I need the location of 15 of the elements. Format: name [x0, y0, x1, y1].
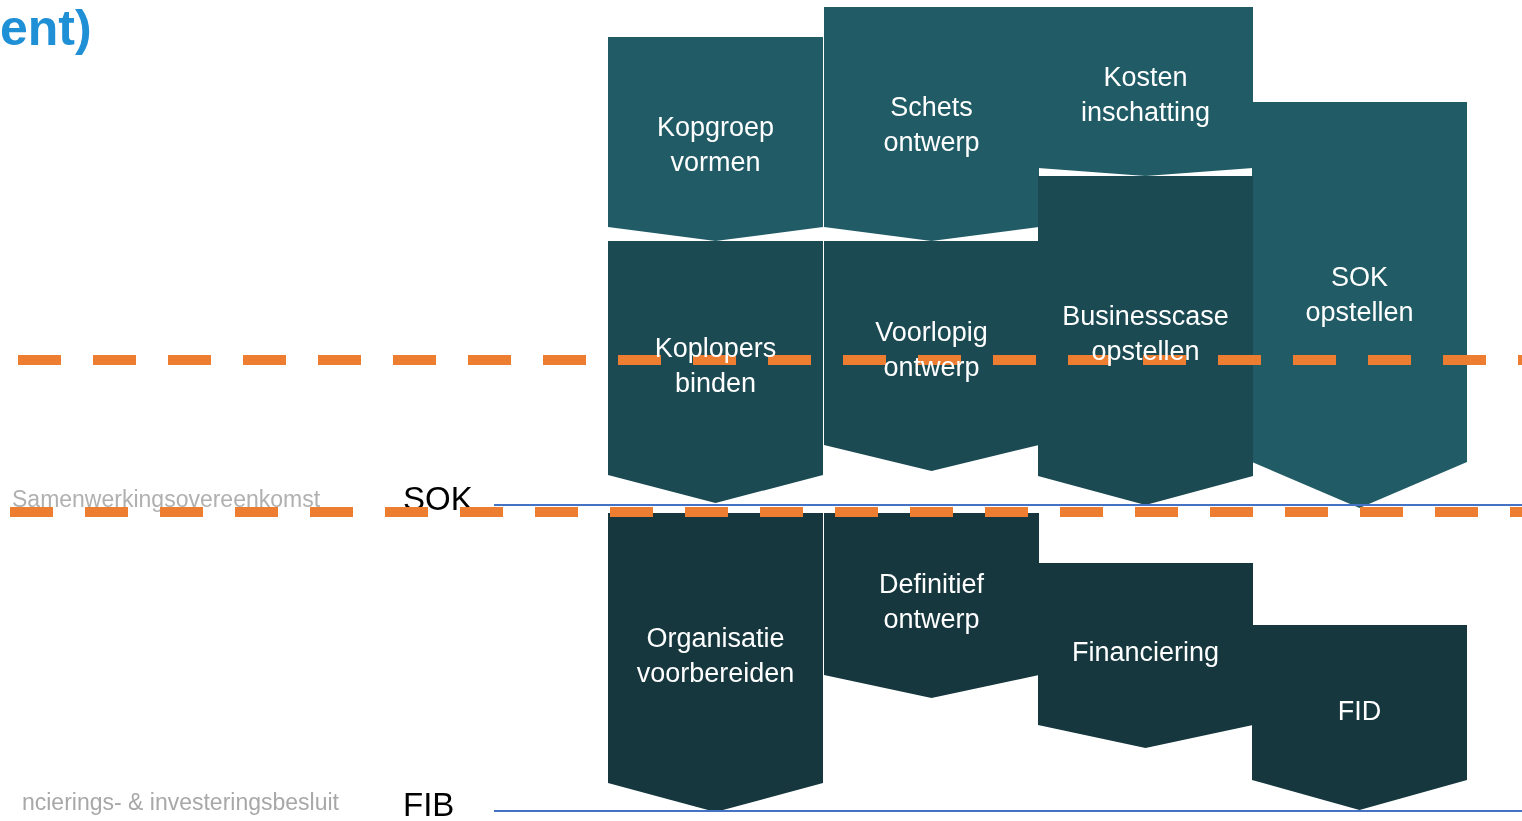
milestone-description: Samenwerkingsovereenkomst: [12, 486, 321, 513]
step-label: Businesscase opstellen: [1061, 300, 1230, 368]
step-label: Schets ontwerp: [882, 91, 981, 159]
title: ent): [0, 0, 92, 56]
step-label: Koplopers binden: [653, 332, 778, 400]
milestone-code: FIB: [403, 786, 455, 821]
step-label: Definitief ontwerp: [877, 568, 985, 636]
step-label: FID: [1336, 694, 1383, 728]
step-label: SOK opstellen: [1304, 261, 1415, 329]
step-label: Organisatie voorbereiden: [635, 622, 796, 690]
milestone-description: ncierings- & investeringsbesluit: [21, 789, 339, 816]
step-label: Voorlopig ontwerp: [874, 316, 989, 384]
step-label: Financiering: [1070, 635, 1221, 669]
step-label: Kopgroep vormen: [655, 111, 776, 179]
step-label: Kosten inschatting: [1079, 61, 1212, 129]
